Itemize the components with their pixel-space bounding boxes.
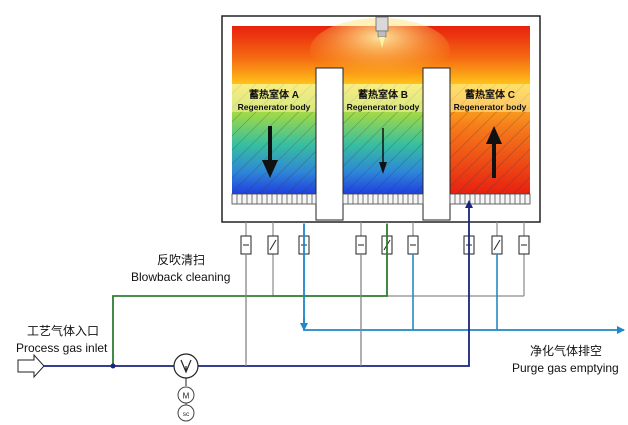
- blowback-line: [112, 224, 388, 366]
- divider-wall-ab: [315, 67, 344, 221]
- valve-b3: [407, 235, 419, 255]
- inlet-line-to-c: [198, 200, 473, 367]
- regen-a-cn: 蓄热室体 A: [249, 88, 299, 101]
- support-grating-a: [231, 193, 317, 205]
- blowback-label-en: Blowback cleaning: [131, 270, 231, 284]
- valve-b1: [355, 235, 367, 255]
- regen-a-en: Regenerator body: [238, 102, 311, 112]
- regenerator-b: [343, 84, 423, 194]
- regen-b-cn: 蓄热室体 B: [358, 88, 408, 101]
- valve-c2: [491, 235, 503, 255]
- regenerator-a: [232, 84, 316, 194]
- inlet-label-cn: 工艺气体入口: [27, 324, 100, 338]
- motor-icon: M sc: [177, 386, 195, 422]
- valve-c3: [518, 235, 530, 255]
- inlet-label-en: Process gas inlet: [16, 341, 108, 355]
- motor-label: M: [183, 392, 190, 401]
- valves: [240, 235, 530, 255]
- arrow-up-bold-icon: [486, 126, 502, 178]
- regen-c-cn: 蓄热室体 C: [465, 88, 515, 101]
- burner-icon: [375, 16, 389, 48]
- arrow-down-bold-icon: [262, 126, 278, 178]
- purge-label-cn: 净化气体排空: [530, 344, 603, 358]
- divider-wall-bc: [422, 67, 451, 221]
- inlet-junction-dot: [110, 363, 116, 369]
- regen-b-en: Regenerator body: [347, 102, 420, 112]
- purge-label-en: Purge gas emptying: [512, 361, 619, 375]
- valve-a1: [240, 235, 252, 255]
- arrow-down-thin-icon: [379, 128, 387, 174]
- blowback-label-cn: 反吹清扫: [157, 253, 206, 267]
- flame-glow: [310, 18, 450, 82]
- regen-c-en: Regenerator body: [454, 102, 527, 112]
- inlet-arrow-icon: [17, 353, 45, 379]
- fan-icon: [173, 353, 199, 386]
- valve-a2: [267, 235, 279, 255]
- motor-sc-label: sc: [183, 411, 190, 418]
